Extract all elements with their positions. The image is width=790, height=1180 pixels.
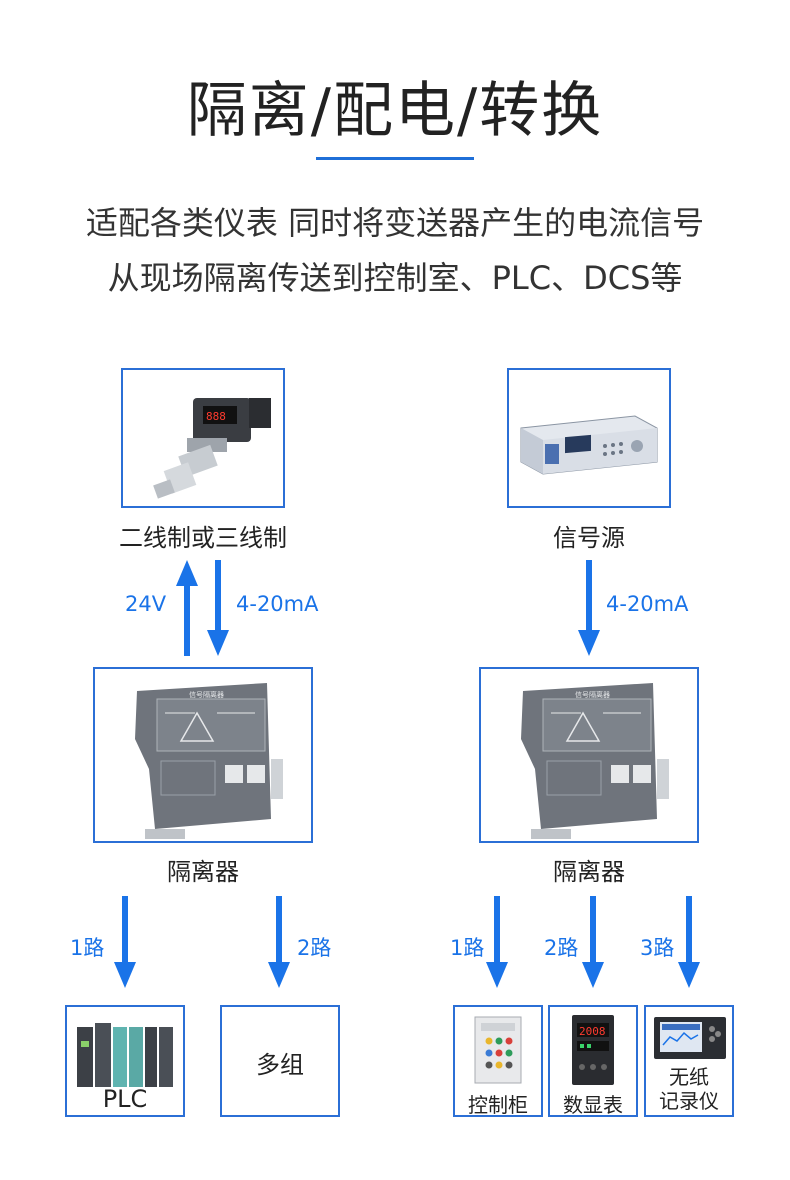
right-route-2: 2路 [544,936,579,960]
title-divider [316,157,474,160]
plc-label: PLC [102,1085,148,1113]
left-isolator-box: 信号隔离器 [93,667,313,843]
left-up-label: 24V [125,592,167,616]
arrow-up-icon [176,560,198,656]
left-route-1: 1路 [70,936,105,960]
right-isolator-box: 信号隔离器 [479,667,699,843]
meter-readout: 2008 [579,1025,606,1038]
plc-box: PLC [65,1005,185,1117]
multi-group-label: 多组 [256,1051,304,1079]
arrow-down-icon [578,560,600,656]
route-arrow-icon [678,896,700,988]
signal-isolator-icon: 信号隔离器 [135,683,283,839]
plc-icon [77,1023,173,1087]
digital-meter-box: 2008 数显表 [548,1005,638,1117]
subtitle-line-2: 从现场隔离传送到控制室、PLC、DCS等 [107,259,683,297]
paperless-recorder-label-1: 无纸 [669,1065,709,1089]
right-route-1: 1路 [450,936,485,960]
digital-meter-icon: 2008 [572,1015,614,1085]
digital-meter-label: 数显表 [563,1093,623,1117]
route-arrow-icon [114,896,136,988]
signal-generator-icon [520,415,658,475]
paperless-recorder-icon [654,1017,726,1059]
route-arrow-icon [486,896,508,988]
left-source-label: 二线制或三线制 [119,524,287,552]
left-route-2: 2路 [297,936,332,960]
control-cabinet-label: 控制柜 [468,1093,528,1117]
multi-group-box: 多组 [220,1005,340,1117]
left-isolator-label: 隔离器 [167,858,239,886]
right-down-label: 4-20mA [606,592,689,616]
right-isolator-label: 隔离器 [553,858,625,886]
route-arrow-icon [582,896,604,988]
right-route-3: 3路 [640,936,675,960]
pressure-transmitter-icon: 888 [123,370,283,506]
paperless-recorder-label-2: 记录仪 [659,1089,719,1113]
right-source-label: 信号源 [553,524,625,552]
subtitle-line-1: 适配各类仪表 同时将变送器产生的电流信号 [85,204,705,242]
svg-text:888: 888 [206,410,226,423]
isolator-device-title: 信号隔离器 [189,690,224,699]
control-cabinet-icon [474,1016,522,1084]
page-title: 隔离/配电/转换 [186,76,604,146]
transmitter-image-box: 888 [121,368,285,508]
signal-source-image-box [507,368,671,508]
arrow-down-icon [207,560,229,656]
signal-isolator-icon: 信号隔离器 [521,683,669,839]
route-arrow-icon [268,896,290,988]
paperless-recorder-box: 无纸 记录仪 [644,1005,734,1117]
control-cabinet-box: 控制柜 [453,1005,543,1117]
isolator-device-title: 信号隔离器 [575,690,610,699]
left-down-label: 4-20mA [236,592,319,616]
